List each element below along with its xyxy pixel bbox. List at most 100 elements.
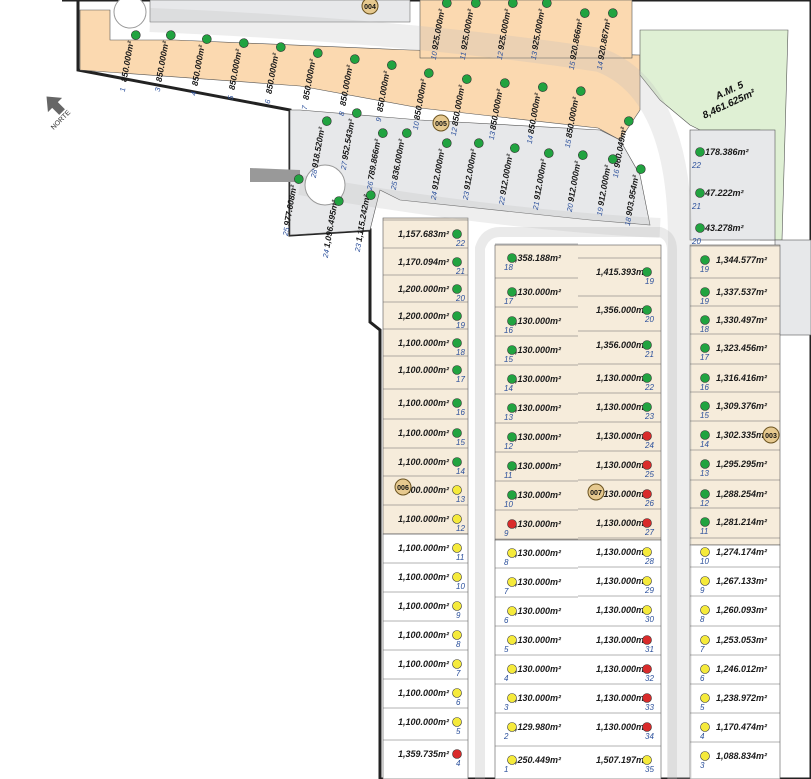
lot-area: 1,170.474m² — [716, 722, 768, 732]
lot-status-dot — [500, 78, 510, 88]
lot-area: 1,100.000m² — [398, 338, 450, 348]
lot-status-dot — [608, 154, 618, 164]
lot-number: 17 — [504, 297, 513, 306]
lot-number: 9 — [504, 529, 509, 538]
lot-status-dot — [700, 693, 710, 703]
lot-status-dot — [507, 755, 517, 765]
lot-status-dot — [624, 116, 634, 126]
lot-number: 20 — [565, 202, 576, 214]
lot-status-dot — [700, 547, 710, 557]
lot-number: 1 — [504, 765, 508, 774]
lot-area: 1,130.000m² — [596, 373, 648, 383]
lot-status-dot — [636, 164, 646, 174]
lot-status-dot — [576, 86, 586, 96]
lot-number: 25 — [389, 180, 400, 192]
lot-number: 21 — [644, 350, 654, 359]
lot-status-dot — [510, 143, 520, 153]
lot-status-dot — [507, 664, 517, 674]
lot-status-dot — [462, 74, 472, 84]
lot-area: 1,100.000m² — [398, 543, 450, 553]
lot-number: 18 — [504, 263, 513, 272]
lot-status-dot — [700, 489, 710, 499]
lot-number: 19 — [700, 265, 709, 274]
zone-orange-row2 — [419, 0, 633, 59]
